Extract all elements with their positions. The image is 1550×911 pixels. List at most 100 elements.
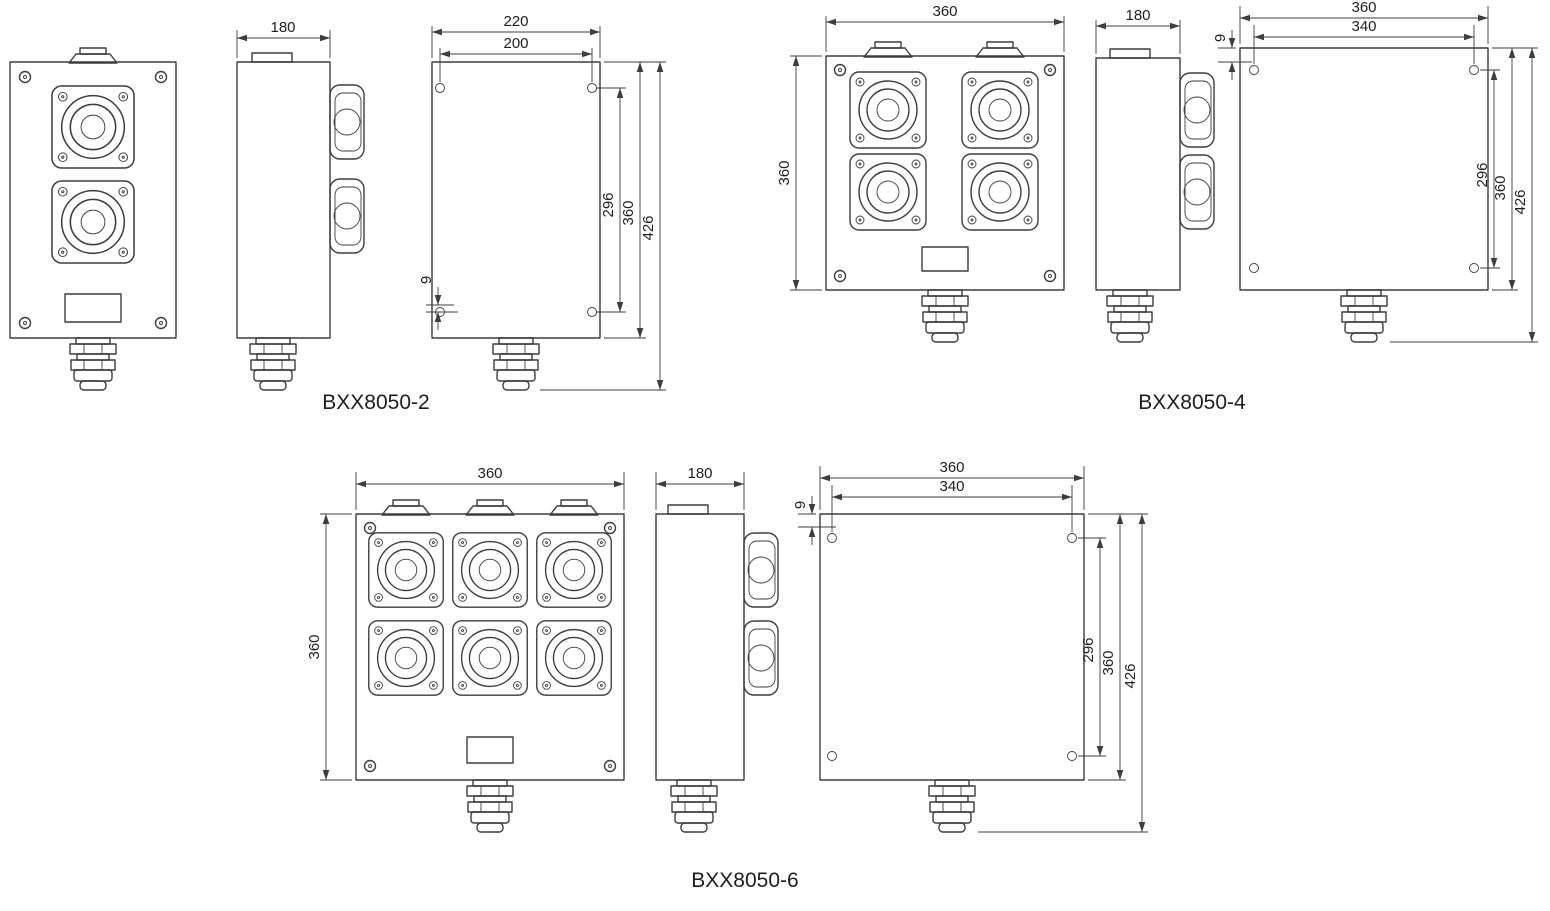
mounting-hole xyxy=(1067,751,1077,761)
enclosure-body xyxy=(1095,57,1181,291)
mounting-hole xyxy=(1469,65,1479,75)
cable-gland xyxy=(69,337,117,391)
enclosure-body xyxy=(655,513,745,781)
corner-screw xyxy=(833,269,847,283)
dim-hole-span-h: 340 xyxy=(831,478,1073,532)
socket-front xyxy=(536,620,612,696)
top-entry-bump xyxy=(667,504,709,515)
model-bxx8050-6: 360 360 180 xyxy=(306,459,1148,892)
corner-screw xyxy=(154,70,168,84)
dim-front-height: 360 xyxy=(776,55,822,291)
dim-label-hole-span-v: 296 xyxy=(1080,637,1097,662)
dim-label-hole-span-h: 200 xyxy=(503,35,528,52)
model-title-bxx8050-4: BXX8050-4 xyxy=(1138,391,1246,414)
dim-hole-span-h: 200 xyxy=(439,35,593,82)
dim-label-edge-offset: 9 xyxy=(792,501,809,509)
cable-gland xyxy=(249,337,297,391)
corner-screw xyxy=(18,316,32,330)
socket-side-profile xyxy=(743,532,779,608)
socket-side-profile xyxy=(329,178,365,254)
mounting-plate xyxy=(819,513,1085,781)
dim-label-hole-span-v: 296 xyxy=(600,192,617,217)
dim-body-height: 360 xyxy=(1492,47,1538,291)
corner-screw xyxy=(1043,63,1057,77)
top-entry-bump xyxy=(975,41,1025,58)
nameplate xyxy=(466,736,514,764)
dim-total-height: 426 xyxy=(540,62,666,391)
top-entry-bump xyxy=(381,499,431,516)
dim-label-total-height: 426 xyxy=(640,215,657,240)
dim-side-width: 180 xyxy=(236,19,331,58)
dim-side-width: 180 xyxy=(655,465,745,510)
corner-screw xyxy=(363,759,377,773)
socket-front xyxy=(368,620,444,696)
dim-label-front-width: 360 xyxy=(477,465,502,482)
socket-front xyxy=(452,532,528,608)
dim-hole-span-v: 296 xyxy=(1474,69,1500,269)
dim-back-width: 220 xyxy=(431,13,601,58)
enclosure-body xyxy=(825,55,1065,291)
bxx8050-4-front-view: 360 360 xyxy=(776,3,1065,343)
mounting-hole xyxy=(827,533,837,543)
corner-screw xyxy=(363,521,377,535)
dim-label-edge-offset: 9 xyxy=(1212,34,1229,42)
dim-label-front-height: 360 xyxy=(776,160,793,185)
cable-gland xyxy=(1106,289,1154,343)
dim-label-body-height: 360 xyxy=(1492,175,1509,200)
nameplate xyxy=(64,293,122,323)
model-bxx8050-4: 360 360 180 xyxy=(776,0,1538,414)
socket-front xyxy=(849,153,927,231)
dim-total-height: 426 xyxy=(978,514,1148,833)
dim-label-hole-span-h: 340 xyxy=(1351,18,1376,35)
model-bxx8050-2: 180 220 200 xyxy=(9,13,666,414)
model-title-bxx8050-2: BXX8050-2 xyxy=(322,391,429,414)
nameplate xyxy=(921,246,969,272)
dim-label-total-height: 426 xyxy=(1512,189,1529,214)
dim-body-height: 360 xyxy=(1088,513,1148,781)
top-entry-bump xyxy=(465,499,515,516)
dim-label-body-height: 360 xyxy=(1100,650,1117,675)
mounting-hole xyxy=(587,83,597,93)
cable-gland xyxy=(492,337,540,391)
socket-front xyxy=(452,620,528,696)
socket-front xyxy=(961,153,1039,231)
socket-front xyxy=(368,532,444,608)
dim-edge-offset: 9 xyxy=(1212,30,1252,80)
dim-label-total-height: 426 xyxy=(1122,663,1139,688)
mounting-hole xyxy=(1249,65,1259,75)
socket-side-profile xyxy=(1179,154,1215,230)
dim-label-hole-span-v: 296 xyxy=(1474,162,1491,187)
dim-label-back-width: 220 xyxy=(503,13,528,30)
cable-gland xyxy=(466,779,514,833)
enclosure-body xyxy=(236,61,331,339)
mounting-plate xyxy=(1239,47,1489,291)
dim-hole-span-v: 296 xyxy=(596,87,626,313)
dim-back-width: 360 xyxy=(819,459,1085,510)
top-entry-bump xyxy=(1109,48,1151,59)
corner-screw xyxy=(603,759,617,773)
top-entry-bump xyxy=(863,41,913,58)
dim-front-width: 360 xyxy=(355,465,625,510)
dim-hole-span-v: 296 xyxy=(1078,537,1106,757)
socket-side-profile xyxy=(743,620,779,696)
dim-edge-offset: 9 xyxy=(792,496,836,545)
dim-body-height: 360 xyxy=(604,61,666,339)
dim-edge-offset: 9 xyxy=(418,276,458,330)
dim-label-side-width: 180 xyxy=(270,19,295,36)
socket-front xyxy=(849,71,927,149)
socket-front xyxy=(51,85,135,169)
dim-label-hole-span-h: 340 xyxy=(939,478,964,495)
dim-label-back-width: 360 xyxy=(1351,0,1376,16)
mounting-hole xyxy=(1469,263,1479,273)
model-title-bxx8050-6: BXX8050-6 xyxy=(691,869,798,892)
dim-front-height: 360 xyxy=(306,513,352,781)
corner-screw xyxy=(154,316,168,330)
dim-hole-span-h: 340 xyxy=(1253,18,1475,64)
dim-side-width: 180 xyxy=(1095,7,1181,54)
dim-label-side-width: 180 xyxy=(1125,7,1150,24)
bxx8050-2-side-view: 180 xyxy=(236,19,365,391)
mounting-plate xyxy=(431,61,601,339)
socket-front xyxy=(536,532,612,608)
